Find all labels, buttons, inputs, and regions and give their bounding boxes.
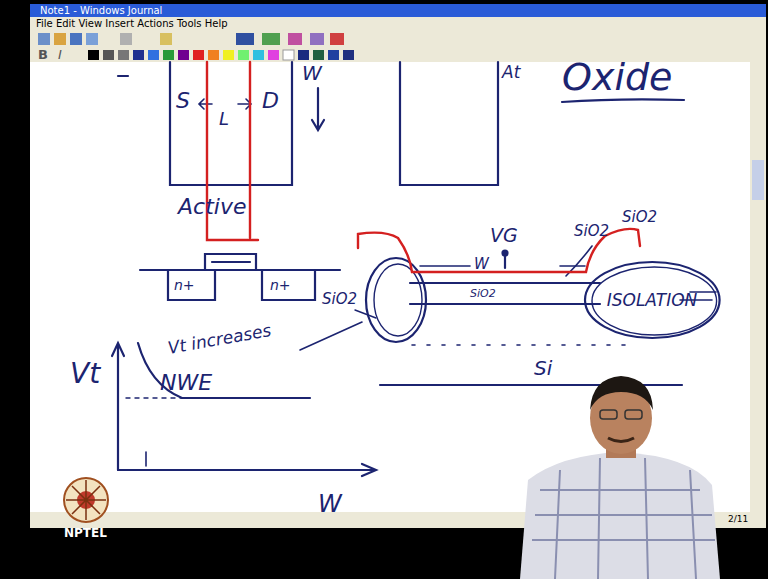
toolbar-icons: [38, 33, 354, 60]
silicon-label: Si: [534, 358, 552, 378]
gate-oxide-label: SiO2: [470, 288, 496, 299]
n-plus-label: n+: [270, 278, 291, 292]
axis-label: Vt: [70, 360, 100, 388]
width-label: W: [474, 257, 489, 272]
oxide-label: SiO2: [622, 210, 657, 225]
drain-label: D: [262, 90, 279, 112]
gate-voltage-label: VG: [490, 226, 518, 245]
italic-button: I: [58, 48, 62, 61]
scroll-thumb: [752, 160, 764, 200]
nptel-logo: [64, 478, 108, 522]
axis-label: W: [318, 492, 342, 516]
presenter: [520, 376, 720, 579]
ink-drawing: [112, 62, 716, 476]
isolation-ellipse: ISOLATION: [583, 260, 722, 340]
oxide-label: SiO2: [322, 292, 357, 307]
title-bar: [30, 4, 766, 17]
scrollbar: [750, 62, 766, 528]
source-label: S: [176, 90, 190, 112]
active-label: Active: [178, 196, 246, 218]
effect-label: NWE: [160, 372, 212, 394]
page-number: 2/11: [728, 515, 748, 524]
n-plus-label: n+: [174, 278, 195, 292]
bold-button: B: [38, 48, 48, 61]
window-title: Note1 - Windows Journal: [40, 6, 162, 16]
box-label: At: [502, 64, 520, 81]
oxide-label: SiO2: [574, 224, 609, 239]
length-label: L: [219, 110, 229, 128]
menu-bar: [30, 17, 766, 30]
region-label: ISOLATION: [607, 292, 698, 309]
oxide-heading: Oxide: [562, 58, 672, 96]
width-label: W: [302, 63, 322, 83]
menu-items: File Edit View Insert Actions Tools Help: [36, 19, 228, 29]
logo-text: NPTEL: [64, 527, 107, 539]
